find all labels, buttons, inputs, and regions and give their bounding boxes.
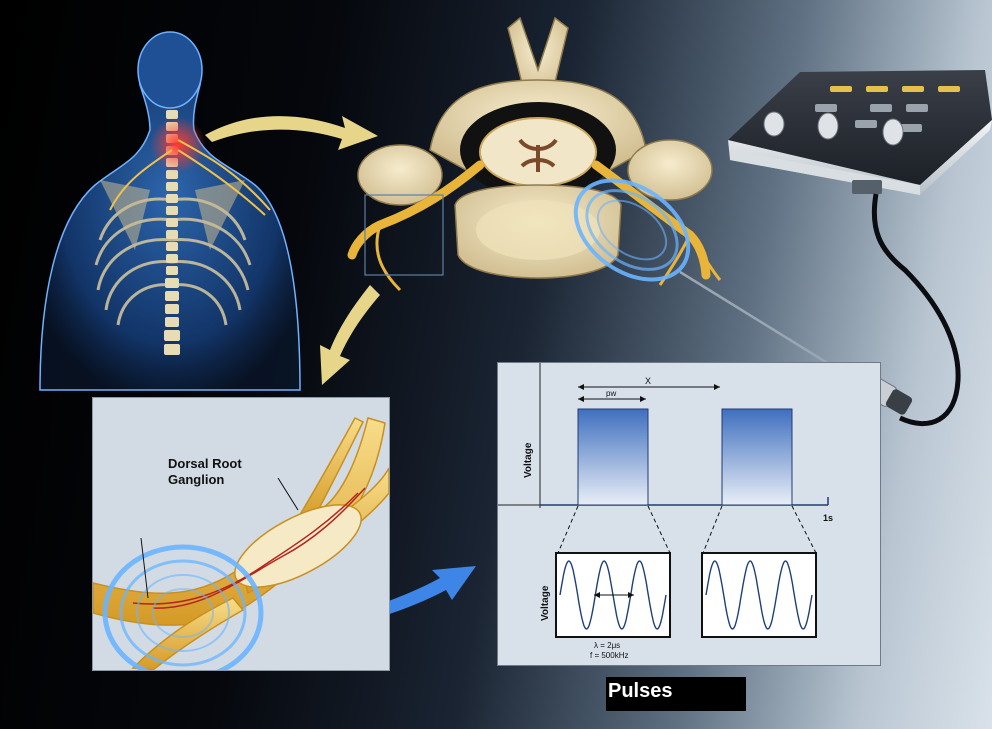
- dorsal-root-ganglion-panel: [92, 397, 390, 671]
- rf-pulse-1: [578, 409, 648, 505]
- pulse-chart: Voltage 1s X pw Vo: [498, 363, 880, 665]
- drg-label: Dorsal Root Ganglion: [168, 456, 278, 488]
- drg-label-pointer: [278, 478, 298, 510]
- pulses-title: Pulses: [608, 680, 672, 703]
- wavelength-label: λ = 2μs: [594, 641, 620, 650]
- drg-illustration: [93, 398, 389, 670]
- bottom-y-axis-label: Voltage: [540, 585, 551, 621]
- top-x-end-label: 1s: [823, 513, 833, 523]
- ganglion-swelling: [223, 488, 373, 603]
- top-y-axis-label: Voltage: [523, 442, 534, 478]
- pulse-width-label: pw: [606, 389, 616, 398]
- arrow-body-to-vertebra: [205, 116, 378, 150]
- arrow-vertebra-to-drg: [320, 285, 380, 385]
- probe-tip-pointer: [141, 538, 148, 598]
- pulse-chart-panel: Voltage 1s X pw Vo: [497, 362, 881, 666]
- period-label: X: [645, 376, 651, 386]
- rf-pulse-2: [722, 409, 792, 505]
- zoom-guides: [558, 506, 816, 553]
- frequency-label: f = 500kHz: [590, 651, 628, 660]
